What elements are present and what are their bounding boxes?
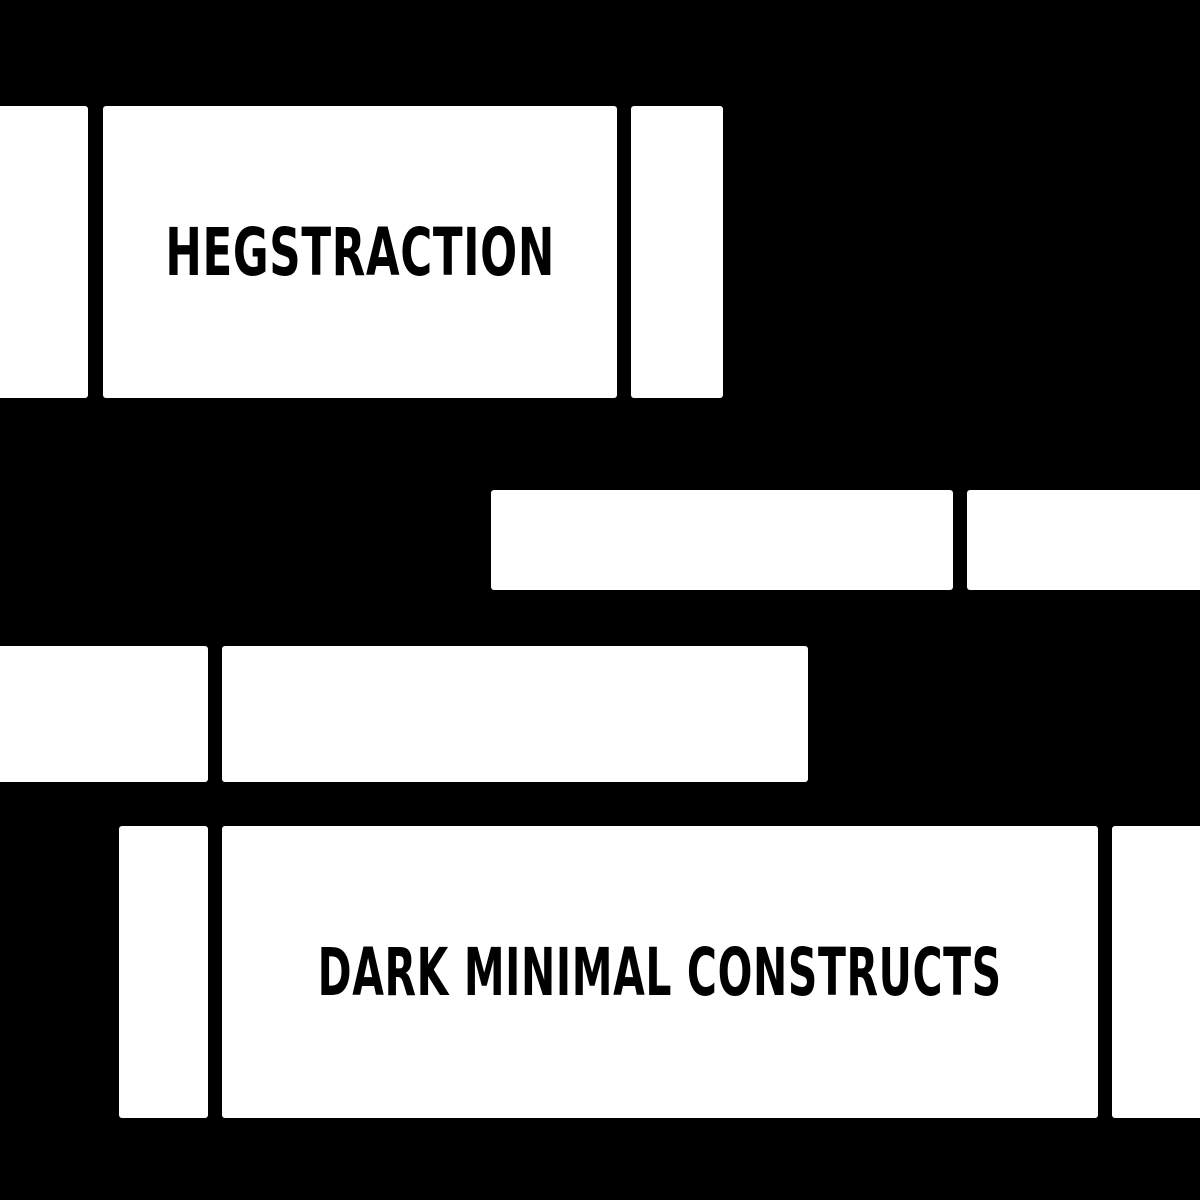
block-row4-right	[1112, 826, 1200, 1118]
block-row3-right	[222, 646, 808, 782]
block-row2-right	[967, 490, 1200, 590]
block-row2-left	[491, 490, 953, 590]
album-title-block: DARK MINIMAL CONSTRUCTS	[222, 826, 1098, 1118]
block-row4-left	[119, 826, 208, 1118]
artist-name: HEGSTRACTION	[165, 213, 555, 291]
artist-name-block: HEGSTRACTION	[103, 106, 617, 398]
block-row1-right	[631, 106, 723, 398]
album-title: DARK MINIMAL CONSTRUCTS	[317, 933, 1003, 1011]
block-row1-left	[0, 106, 88, 398]
block-row3-left	[0, 646, 208, 782]
